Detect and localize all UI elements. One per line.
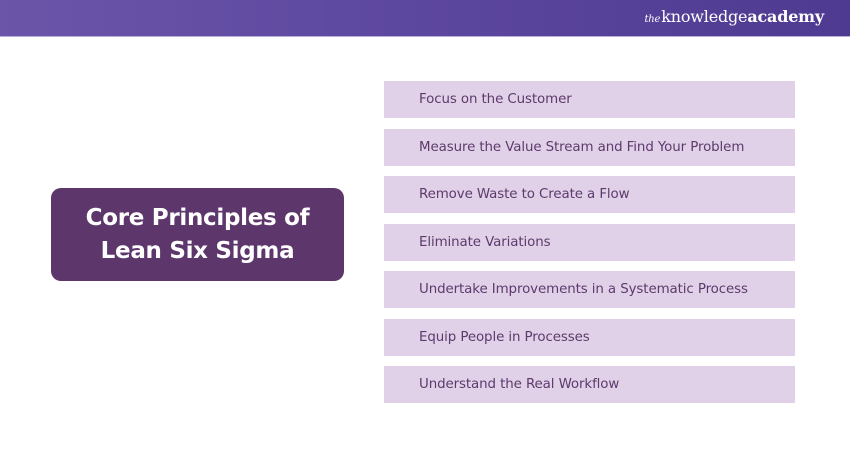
diagram-title: Core Principles of Lean Six Sigma: [68, 202, 328, 268]
principle-label: Understand the Real Workflow: [419, 377, 620, 392]
diagram-title-box: Core Principles of Lean Six Sigma: [51, 188, 344, 281]
title-line-1: Core Principles of: [85, 204, 310, 231]
principle-label: Measure the Value Stream and Find Your P…: [419, 139, 745, 155]
brand-the: the: [644, 14, 661, 25]
brand-knowledge: knowledge: [661, 7, 748, 26]
brand-logo: theknowledgeacademy: [644, 7, 824, 26]
principle-item: Remove Waste to Create a Flow: [384, 176, 795, 213]
brand-academy: academy: [747, 7, 824, 26]
principle-item: Understand the Real Workflow: [384, 366, 795, 403]
principle-item: Focus on the Customer: [384, 81, 795, 118]
principle-item: Undertake Improvements in a Systematic P…: [384, 271, 795, 308]
principle-label: Remove Waste to Create a Flow: [419, 187, 630, 202]
principle-label: Equip People in Processes: [419, 329, 590, 345]
principle-item: Measure the Value Stream and Find Your P…: [384, 128, 795, 166]
title-line-2: Lean Six Sigma: [100, 237, 295, 264]
principle-label: Focus on the Customer: [419, 92, 572, 107]
header-bar: theknowledgeacademy: [0, 0, 850, 37]
principles-list: Focus on the Customer Measure the Value …: [384, 81, 795, 414]
principle-item: Eliminate Variations: [384, 223, 795, 261]
principle-label: Eliminate Variations: [419, 234, 551, 250]
principle-label: Undertake Improvements in a Systematic P…: [419, 282, 748, 297]
principle-item: Equip People in Processes: [384, 318, 795, 356]
